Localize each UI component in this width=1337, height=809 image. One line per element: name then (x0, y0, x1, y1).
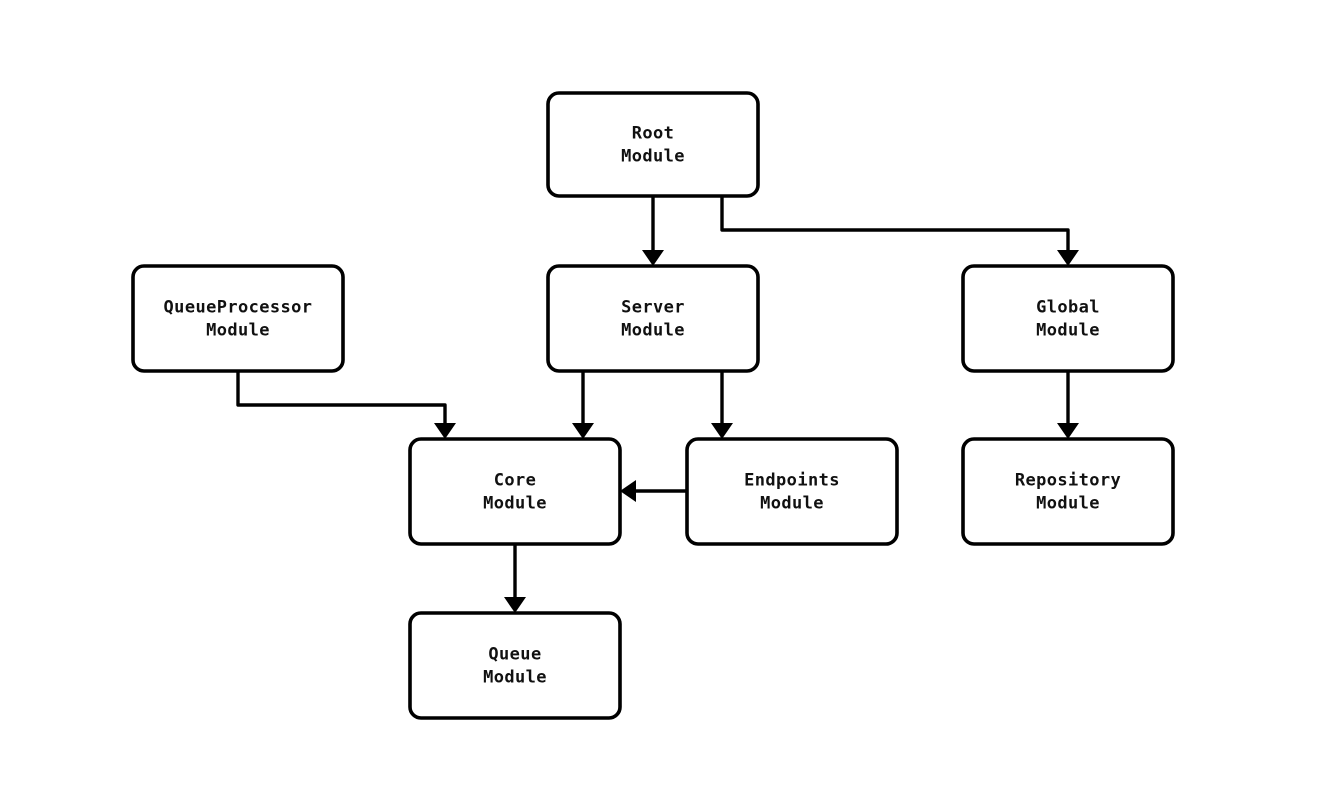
node-label-line2: Module (483, 494, 547, 514)
edge-arrowhead-icon (711, 423, 733, 439)
node-label-line2: Module (1036, 494, 1100, 514)
node-box-shape (408, 437, 622, 546)
node-label-line1: Core (494, 471, 537, 491)
node-box-shape (685, 437, 899, 546)
edge-arrowhead-icon (1057, 250, 1079, 266)
node-box-shape (546, 264, 760, 373)
edge-root-to-server (642, 196, 664, 266)
node-label-line2: Module (1036, 321, 1100, 341)
edge-arrowhead-icon (642, 250, 664, 266)
edge-global-to-repository (1057, 371, 1079, 439)
edge-server-to-endpoints (711, 371, 733, 439)
node-box-shape (131, 264, 345, 373)
node-label-line2: Module (483, 668, 547, 688)
edge-endpoints-to-core (620, 480, 687, 502)
node-label-line1: QueueProcessor (164, 298, 313, 318)
edge-arrowhead-icon (504, 597, 526, 613)
edge-line (720, 196, 1070, 258)
edge-server-to-core (572, 371, 594, 439)
edge-root-to-global (720, 196, 1079, 266)
node-label-line1: Root (632, 124, 675, 144)
node-label-line2: Module (621, 321, 685, 341)
node-label-line1: Server (621, 298, 685, 318)
edge-arrowhead-icon (620, 480, 636, 502)
node-box-shape (961, 264, 1175, 373)
node-label-line2: Module (760, 494, 824, 514)
edge-line (236, 371, 447, 431)
node-box-shape (961, 437, 1175, 546)
edge-core-to-queue (504, 544, 526, 613)
edge-arrowhead-icon (1057, 423, 1079, 439)
node-label-line1: Queue (488, 645, 541, 665)
node-label-line1: Repository (1015, 471, 1121, 491)
node-box-shape (546, 91, 760, 198)
node-label-line1: Global (1036, 298, 1100, 318)
edge-arrowhead-icon (434, 423, 456, 439)
node-label-line1: Endpoints (744, 471, 840, 491)
edge-queueprocessor-to-core (236, 371, 456, 439)
edges-layer (236, 196, 1079, 613)
node-label-line2: Module (206, 321, 270, 341)
nodes-layer: RootModuleQueueProcessorModuleServerModu… (131, 91, 1175, 720)
node-box-shape (408, 611, 622, 720)
node-label-line2: Module (621, 147, 685, 167)
edge-arrowhead-icon (572, 423, 594, 439)
